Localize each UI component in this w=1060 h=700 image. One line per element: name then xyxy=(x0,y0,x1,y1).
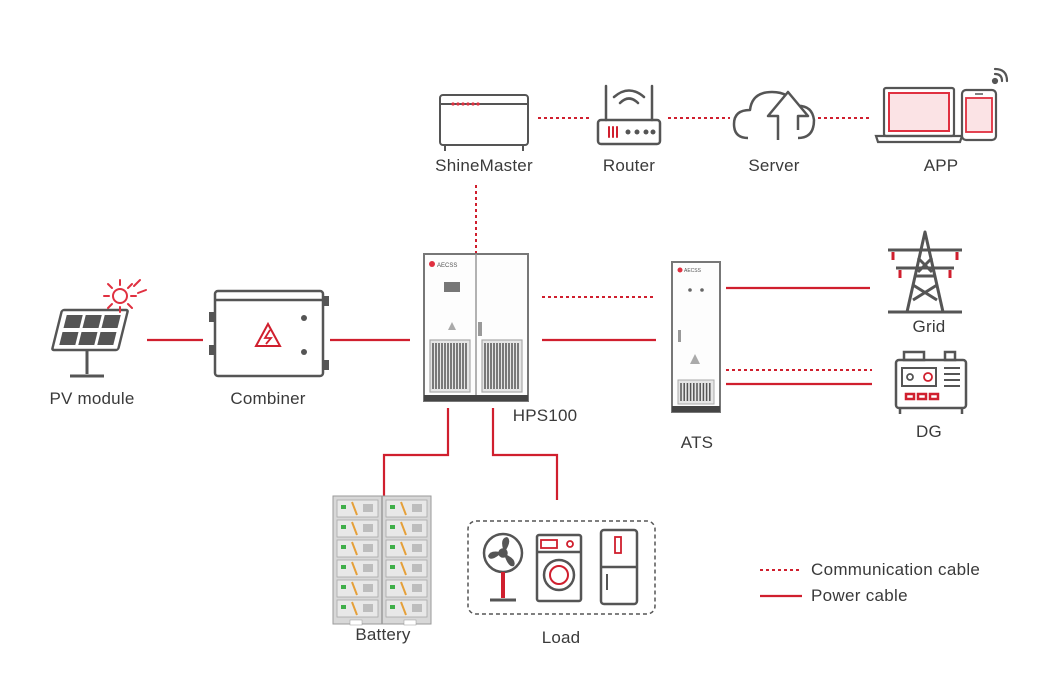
legend-communication-label: Communication cable xyxy=(811,560,981,579)
legend-power-label: Power cable xyxy=(811,586,908,605)
battery-label: Battery xyxy=(355,625,411,644)
hps100-label: HPS100 xyxy=(512,406,578,425)
router-icon xyxy=(596,84,662,146)
power-tower-icon xyxy=(888,230,962,314)
svg-text:AECSS: AECSS xyxy=(437,263,457,269)
cloud-upload-icon xyxy=(732,90,816,140)
refrigerator-icon xyxy=(599,528,639,606)
laptop-phone-icon xyxy=(874,86,998,144)
dg-label: DG xyxy=(916,422,942,441)
power-cables xyxy=(147,286,872,500)
app-label: APP xyxy=(923,156,959,175)
fan-icon xyxy=(482,532,524,602)
pv-module-label: PV module xyxy=(49,389,135,408)
power-cable-hps100-battery xyxy=(382,408,450,500)
power-cable-hps100-load xyxy=(491,408,559,500)
load-appliances-group xyxy=(467,520,656,615)
grid-label: Grid xyxy=(912,317,946,336)
router-label: Router xyxy=(602,156,656,175)
hps100-cabinet-icon: AECSS xyxy=(423,253,529,402)
legend xyxy=(760,569,802,598)
svg-text:AECSS: AECSS xyxy=(684,268,702,274)
shinemaster-label: ShineMaster xyxy=(435,156,533,175)
load-label: Load xyxy=(541,628,581,647)
battery-rack-icon xyxy=(332,495,432,626)
combiner-label: Combiner xyxy=(230,389,306,408)
communication-cables xyxy=(475,117,872,371)
server-label: Server xyxy=(748,156,800,175)
sun-icon xyxy=(103,279,147,313)
solar-panel-icon xyxy=(51,308,129,378)
wifi-icon xyxy=(991,67,1009,85)
shinemaster-icon xyxy=(439,94,529,151)
generator-icon xyxy=(894,350,968,414)
ats-cabinet-icon: AECSS xyxy=(671,261,721,413)
ats-label: ATS xyxy=(680,433,714,452)
combiner-box-icon xyxy=(209,289,329,378)
washing-machine-icon xyxy=(535,533,583,603)
